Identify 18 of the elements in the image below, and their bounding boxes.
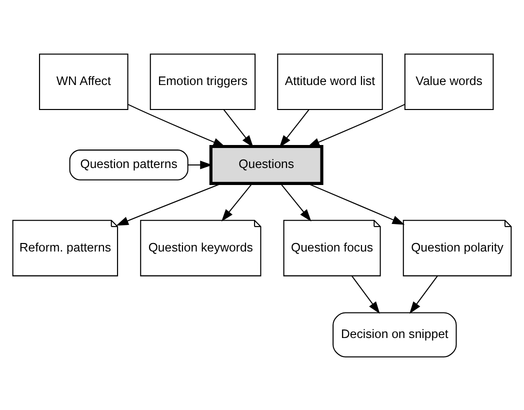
node-box: Value words [404,53,494,110]
arrow [280,182,312,221]
node-box: Question patterns [69,149,188,180]
arrow [116,182,222,226]
arrow [351,275,380,314]
arrow [308,182,405,224]
node-box: Questions [209,144,324,184]
node-box: WN Affect [39,53,128,110]
arrow [409,275,438,314]
arrow [307,103,405,146]
arrow [279,109,310,147]
arrow [128,103,226,146]
node-box: Emotion triggers [150,53,256,110]
node-box: Attitude word list [277,53,383,110]
arrow [188,160,212,169]
arrow [221,182,252,221]
node-box: Decision on snippet [332,312,457,357]
arrow [224,109,254,147]
